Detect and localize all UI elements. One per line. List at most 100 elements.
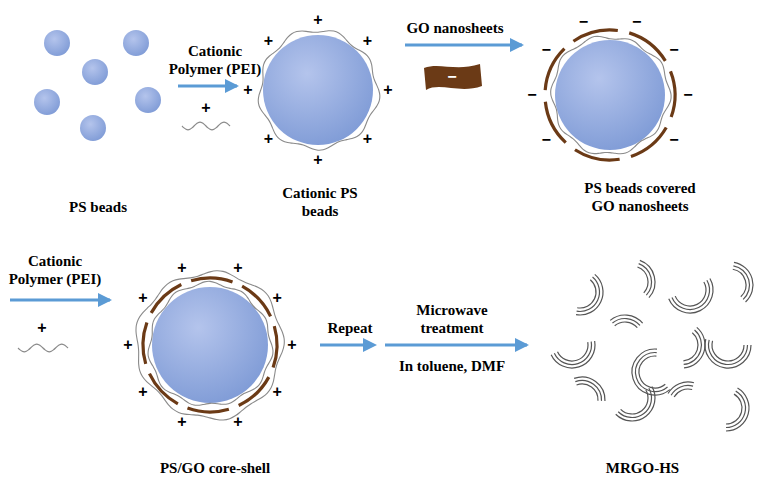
hollow-sphere [615,322,638,328]
stage-caption: MRGO-HS [583,459,703,477]
charge-sign: + [363,33,372,49]
hollow-sphere [684,330,702,364]
go-sheet [573,30,617,41]
stage-caption: PS beads covered GO nanosheets [573,179,707,215]
charge-sign: + [272,290,281,306]
process-stage: Cationic PS beads [245,20,395,220]
hollow-sphere [733,269,746,297]
charge-sign: + [177,260,186,276]
go-sheet [629,33,665,61]
hollow-sphere [675,282,706,306]
charge-sign: + [138,290,147,306]
hollow-sphere [672,280,710,309]
arrow-label: GO nanosheets [390,19,520,37]
go-sheet-icon [424,64,482,90]
hollow-sphere [705,339,751,368]
charge-sign: + [287,337,296,353]
hollow-sphere [612,319,639,326]
go-sheet [187,408,228,412]
process-arrow [10,299,110,302]
hollow-sphere [557,342,588,361]
charge-sign: − [541,42,550,58]
hollow-sphere [734,262,753,302]
go-sheet [671,71,675,117]
arrow-label: Cationic Polymer (PEI) [163,42,267,78]
go-sheet [273,326,277,367]
process-note: In toluene, DMF [382,357,522,375]
charge-sign: − [669,42,678,58]
hollow-sphere [726,394,742,424]
process-note: Cationic Polymer (PEI) [3,252,107,288]
pei-chain [182,122,230,130]
ps-bead [34,89,60,115]
hollow-sphere [551,341,595,368]
go-sheet [143,322,147,363]
charge-sign: + [233,260,242,276]
charge-sign: − [669,132,678,148]
ps-bead [123,30,149,56]
go-sheet [239,377,269,405]
hollow-sphere [632,349,670,395]
charge-sign: − [447,69,456,85]
ps-bead [152,287,268,403]
stage-caption: PS beads [38,198,158,216]
charge-sign: − [632,14,641,30]
ps-bead [82,59,108,85]
hollow-sphere [618,388,651,417]
process-stage: PS beads covered GO nanosheets [530,15,750,215]
arrow-label: Microwave treatment [400,301,504,337]
go-sheet [242,286,270,316]
hollow-sphere [610,315,642,323]
pei-layer [258,31,380,151]
charge-sign: − [541,132,550,148]
hollow-sphere [684,327,705,368]
hollow-sphere [639,356,665,388]
charge-sign: − [527,87,536,103]
ps-bead [555,40,665,150]
hollow-sphere [577,277,600,311]
pei-layer [551,36,671,153]
charge-sign: − [579,14,588,30]
charge-sign: + [138,384,147,400]
stage-caption: PS/GO core-shell [130,459,300,477]
stage-caption: Cationic PS beads [281,184,359,220]
charge-sign: + [363,131,372,147]
charge-sign: + [233,414,242,430]
ps-bead [44,30,70,56]
hollow-sphere [669,279,713,313]
go-sheet [575,150,620,160]
charge-sign: + [313,152,322,168]
go-sheet [149,374,177,404]
charge-sign: + [272,384,281,400]
hollow-sphere [576,274,603,315]
hollow-sphere [640,260,655,297]
go-sheet [191,278,232,282]
charge-sign: + [37,320,46,336]
process-note: Repeat [315,319,385,337]
hollow-sphere [712,341,744,361]
hollow-sphere [683,333,698,361]
process-arrow [405,44,522,47]
charge-sign: + [123,337,132,353]
hollow-sphere [636,352,668,391]
hollow-sphere [554,342,591,365]
hollow-sphere [726,391,745,427]
hollow-sphere [616,387,655,421]
ps-bead [135,87,161,113]
charge-sign: + [264,131,273,147]
charge-sign: + [243,82,252,98]
hollow-sphere [577,280,596,308]
hollow-sphere [577,384,598,401]
charge-sign: − [683,87,692,103]
process-stage: PS/GO core-shell [120,255,310,477]
pei-chain [18,344,68,352]
hollow-sphere [726,388,749,431]
ps-bead [263,35,373,145]
hollow-sphere [709,340,748,365]
pei-layer [148,281,273,405]
hollow-sphere [668,382,694,393]
process-arrow [178,85,237,88]
charge-sign: + [313,12,322,28]
